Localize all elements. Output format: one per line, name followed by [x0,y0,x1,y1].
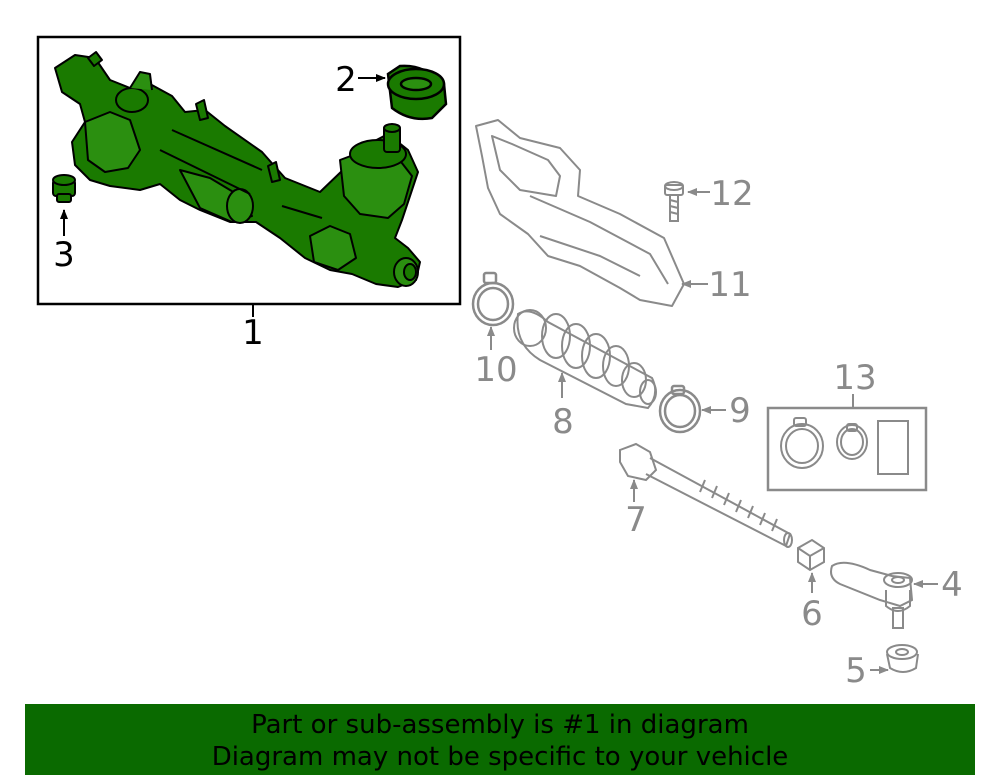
callout-12: 12 [710,174,753,214]
callout-3: 3 [53,235,75,275]
parts-diagram: 1 2 3 12 11 10 8 9 13 7 6 4 5 [36,35,963,691]
part-1-frame [36,35,462,306]
notice-banner: Part or sub-assembly is #1 in diagram Di… [25,704,975,775]
adjuster-plug[interactable] [52,174,76,203]
inner-tie-rod[interactable] [619,442,793,548]
banner-line-1: Part or sub-assembly is #1 in diagram [251,710,749,740]
boot-kit[interactable] [780,417,909,475]
callout-9: 9 [729,391,751,431]
callout-5: 5 [845,651,867,691]
castle-nut[interactable] [886,644,919,673]
rack-bushing[interactable] [386,64,448,121]
callout-7: 7 [625,500,647,540]
shield-bolt[interactable] [664,181,684,222]
callout-13: 13 [833,358,876,398]
outer-tie-rod-end[interactable] [830,561,914,629]
callout-2: 2 [335,60,357,100]
heat-shield[interactable] [475,119,685,307]
callout-6: 6 [801,594,823,634]
rack-boot[interactable] [513,309,657,410]
callout-10: 10 [474,350,517,390]
boot-clamp-outer[interactable] [471,271,515,327]
boot-kit-frame [766,406,928,492]
jam-nut[interactable] [797,538,825,572]
callout-11: 11 [708,265,751,305]
callout-8: 8 [552,402,574,442]
banner-line-2: Diagram may not be specific to your vehi… [211,742,789,772]
callout-1: 1 [242,313,264,353]
callout-4: 4 [941,565,963,605]
boot-clamp-inner[interactable] [658,384,702,434]
steering-gear-assembly[interactable] [54,51,421,288]
